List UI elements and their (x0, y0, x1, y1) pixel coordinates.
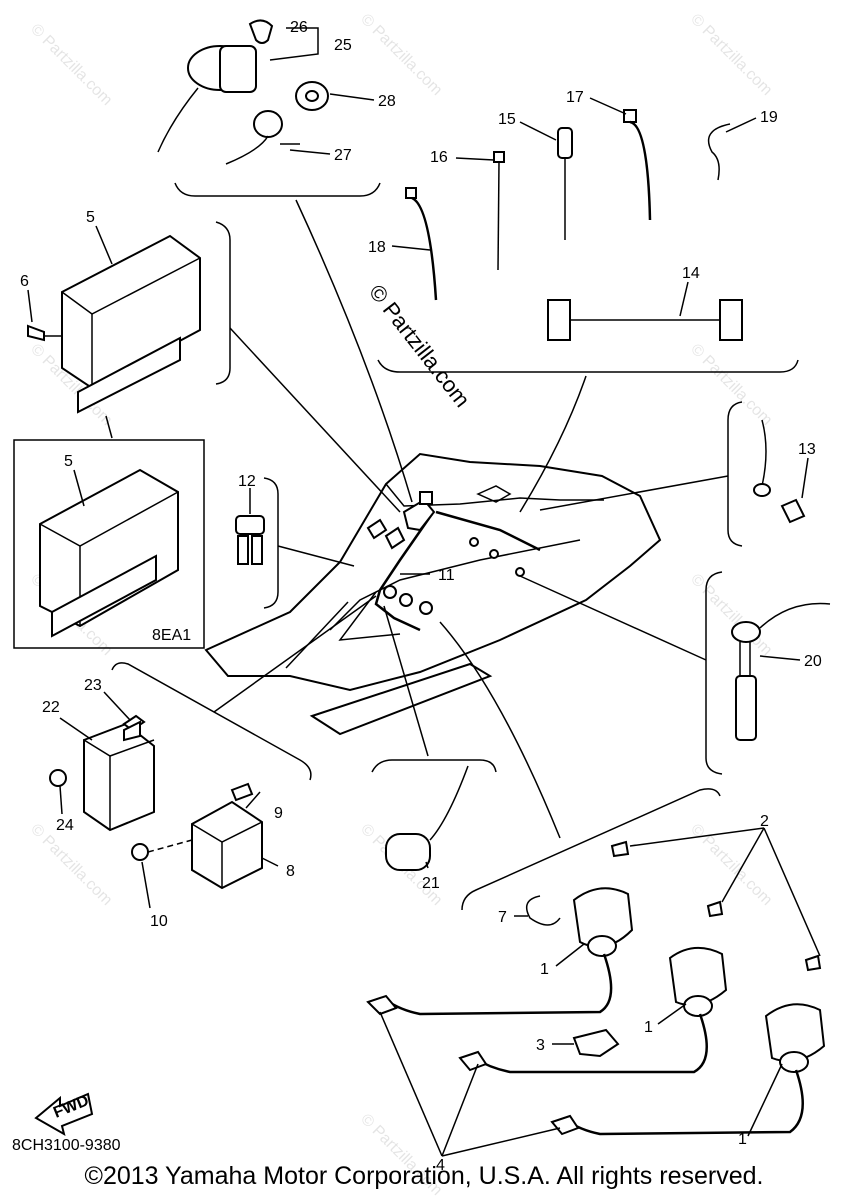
callout: 28 (378, 93, 396, 110)
svg-text:© Partzilla.com: © Partzilla.com (27, 21, 115, 109)
callout: 13 (798, 441, 816, 458)
group-top-left (157, 19, 381, 197)
svg-text:© Partzilla.com: © Partzilla.com (687, 11, 775, 99)
callout: 20 (804, 653, 822, 670)
callout: 27 (334, 147, 352, 164)
callouts: 26 25 28 27 15 17 19 16 18 14 5 6 5 12 1… (20, 19, 822, 1174)
callout: 14 (682, 265, 700, 282)
callout: 16 (430, 149, 448, 166)
chassis (204, 199, 729, 839)
diagram-code: 8CH3100-9380 (12, 1137, 121, 1154)
group-connector-12 (235, 477, 279, 609)
callout: 1 (738, 1131, 747, 1148)
callout: 9 (274, 805, 283, 822)
callout: 21 (422, 875, 440, 892)
callout: 5 (64, 453, 73, 470)
svg-text:© Partzilla.com: © Partzilla.com (687, 821, 775, 909)
callout: 1 (540, 961, 549, 978)
svg-text:© Partzilla.com: © Partzilla.com (27, 821, 115, 909)
fwd-arrow-icon: FWD (34, 1092, 94, 1137)
svg-text:© Partzilla.com: © Partzilla.com (687, 571, 775, 659)
callout: 5 (86, 209, 95, 226)
callout: 22 (42, 699, 60, 716)
copyright-text: ©2013 Yamaha Motor Corporation, U.S.A. A… (84, 1162, 764, 1190)
callout: 7 (498, 909, 507, 926)
callout: 23 (84, 677, 102, 694)
group-13 (727, 401, 809, 547)
callout: 10 (150, 913, 168, 930)
callout: 25 (334, 37, 352, 54)
group-lower-left (49, 662, 312, 909)
group-ignition (366, 788, 826, 1157)
callout: 19 (760, 109, 778, 126)
callout: 6 (20, 273, 29, 290)
callout: 11 (438, 567, 455, 584)
group-21 (371, 759, 497, 871)
inset-8ea1 (13, 439, 205, 649)
group-cdi (27, 221, 231, 439)
group-top-right (377, 97, 799, 373)
watermark: © Partzilla.com (364, 280, 475, 412)
svg-text:© Partzilla.com: © Partzilla.com (687, 341, 775, 429)
callout: 3 (536, 1037, 545, 1054)
group-20 (705, 571, 831, 775)
callout: 18 (368, 239, 386, 256)
svg-text:© Partzilla.com: © Partzilla.com (357, 11, 445, 99)
callout: 15 (498, 111, 516, 128)
callout: 26 (290, 19, 308, 36)
inset-label: 8EA1 (152, 627, 191, 644)
callout: 12 (238, 473, 256, 490)
callout: 2 (760, 813, 769, 830)
callout: 17 (566, 89, 584, 106)
callout: 24 (56, 817, 74, 834)
callout: 4 (436, 1157, 445, 1174)
callout: 8 (286, 863, 295, 880)
callout: 1 (644, 1019, 653, 1036)
